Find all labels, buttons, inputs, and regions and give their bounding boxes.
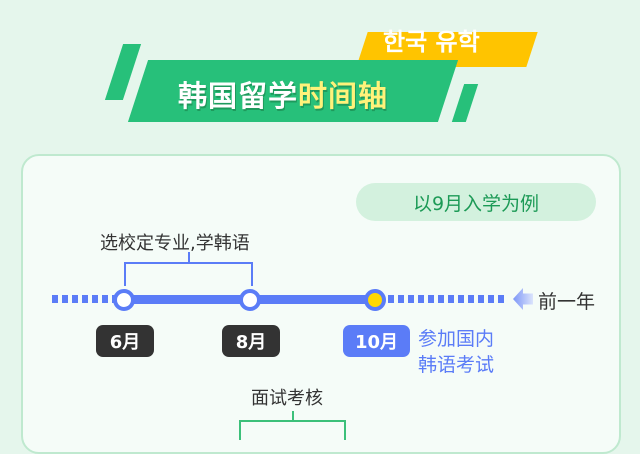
milestone-tag-8: 8月 xyxy=(222,325,280,357)
timeline-dotted-right xyxy=(388,295,504,303)
deco-bar-left xyxy=(104,44,142,100)
arrow-left-icon xyxy=(513,288,533,310)
bottom-bracket-label: 面试考核 xyxy=(251,388,323,409)
milestone-node-10 xyxy=(364,289,386,311)
note-line-1: 参加国内 xyxy=(418,328,495,350)
milestone-tag-10: 10月 xyxy=(343,325,410,357)
bracket-label: 选校定专业,学韩语 xyxy=(100,233,250,254)
milestone-note-10: 参加国内 韩语考试 xyxy=(418,326,494,378)
milestone-node-6 xyxy=(113,289,135,311)
bracket-stem xyxy=(188,252,190,262)
milestone-node-8 xyxy=(239,289,261,311)
timeline-dotted-left xyxy=(52,295,124,303)
note-line-2: 韩语考试 xyxy=(418,354,495,376)
bottom-bracket xyxy=(239,420,346,440)
korean-title: 한국 유학 xyxy=(383,28,480,56)
milestone-tag-6: 6月 xyxy=(96,325,154,357)
bottom-bracket-stem xyxy=(292,411,294,421)
bracket-6-8 xyxy=(124,262,253,286)
example-badge: 以9月入学为例 xyxy=(356,183,596,221)
previous-year-label: 前一年 xyxy=(538,291,596,313)
page-title: 韩国留学时间轴 xyxy=(178,79,389,113)
deco-bar-right xyxy=(451,84,479,122)
